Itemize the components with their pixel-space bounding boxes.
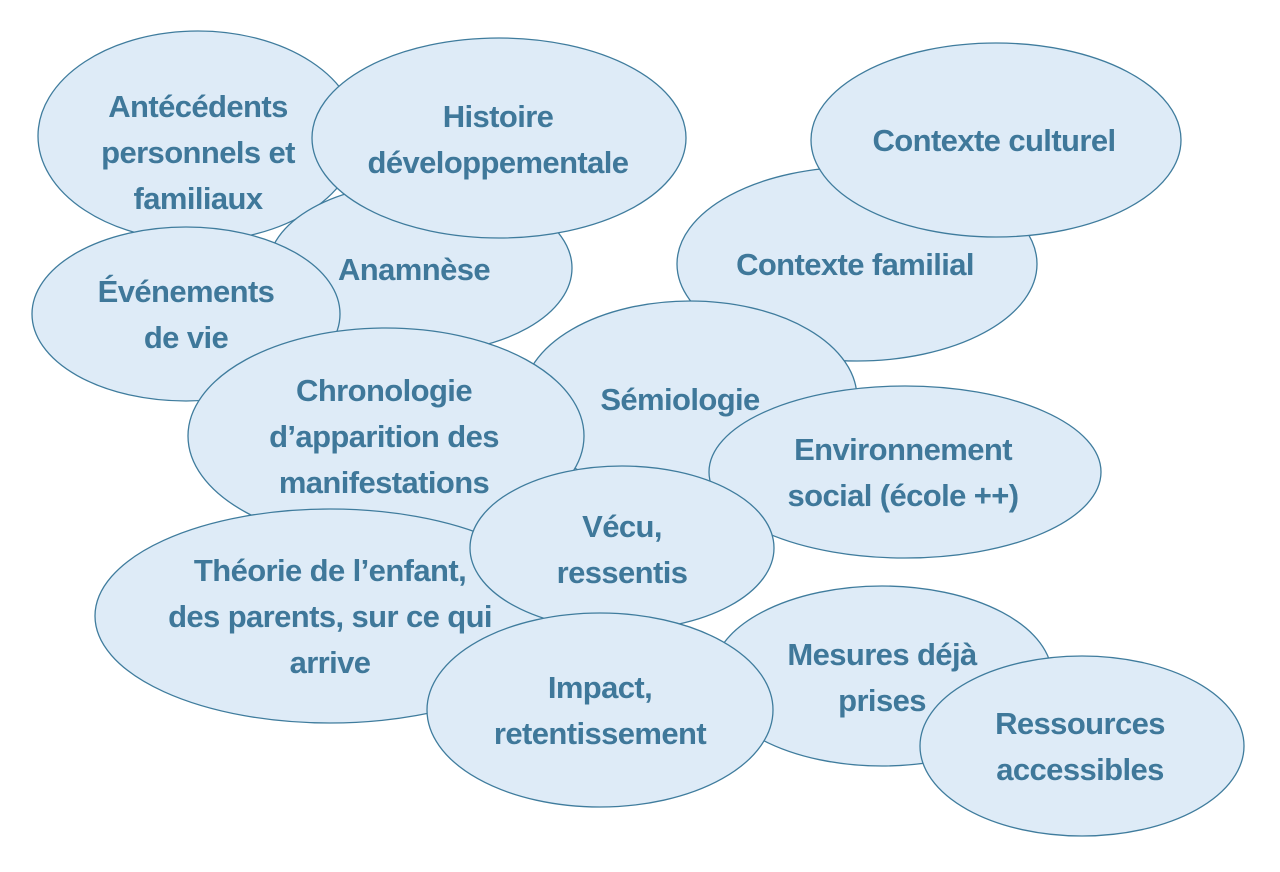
bubble-shape-ressources <box>919 655 1245 837</box>
bubble-label-environnement-line-2: social (école ++) <box>787 478 1018 513</box>
bubble-label-anamnese-line-1: Anamnèse <box>338 252 490 287</box>
bubble-label-mesures-line-2: prises <box>838 683 926 718</box>
bubble-label-mesures-line-1: Mesures déjà <box>787 637 978 672</box>
bubble-shape-impact <box>426 612 774 808</box>
bubble-label-theorie-line-2: des parents, sur ce qui <box>168 599 492 634</box>
bubble-shape-contexte-culturel <box>810 42 1182 238</box>
bubble-label-impact-line-2: retentissement <box>494 716 706 751</box>
bubble-label-evenements-line-2: de vie <box>144 320 229 355</box>
bubble-label-contexte-culturel-line-1: Contexte culturel <box>872 123 1115 158</box>
bubble-shape-vecu <box>469 465 775 631</box>
bubble-antecedents: Antécédents personnels et familiaux <box>37 30 359 242</box>
bubble-label-chronologie-line-2: d’apparition des <box>269 419 499 454</box>
bubble-label-vecu-line-2: ressentis <box>557 555 688 590</box>
bubble-label-contexte-familial-line-1: Contexte familial <box>736 247 974 282</box>
bubble-label-impact-line-1: Impact, <box>548 670 652 705</box>
bubble-label-antecedents-line-1: Antécédents <box>108 89 287 124</box>
bubble-contexte-culturel: Contexte culturel <box>810 42 1182 238</box>
bubble-label-histoire-line-2: développementale <box>368 145 629 180</box>
bubble-label-chronologie-line-3: manifestations <box>279 465 489 500</box>
bubble-label-theorie-line-1: Théorie de l’enfant, <box>194 553 466 588</box>
bubble-shape-environnement <box>708 385 1102 559</box>
bubble-label-ressources-line-2: accessibles <box>996 752 1164 787</box>
bubble-ressources: Ressources accessibles <box>919 655 1245 837</box>
bubble-impact: Impact, retentissement <box>426 612 774 808</box>
bubble-label-vecu-line-1: Vécu, <box>582 509 662 544</box>
bubble-environnement: Environnement social (école ++) <box>708 385 1102 559</box>
bubble-vecu: Vécu, ressentis <box>469 465 775 631</box>
bubble-label-antecedents-line-2: personnels et <box>101 135 295 170</box>
bubble-label-theorie-line-3: arrive <box>290 645 371 680</box>
bubble-label-evenements-line-1: Événements <box>98 274 275 309</box>
bubble-label-histoire-line-1: Histoire <box>443 99 554 134</box>
bubble-label-antecedents-line-3: familiaux <box>134 181 264 216</box>
bubble-shape-histoire <box>311 37 687 239</box>
bubble-label-environnement-line-1: Environnement <box>794 432 1012 467</box>
bubble-label-chronologie-line-1: Chronologie <box>296 373 472 408</box>
bubble-label-ressources-line-1: Ressources <box>995 706 1165 741</box>
bubble-label-semiologie-line-1: Sémiologie <box>600 382 760 417</box>
bubble-histoire: Histoire développementale <box>311 37 687 239</box>
